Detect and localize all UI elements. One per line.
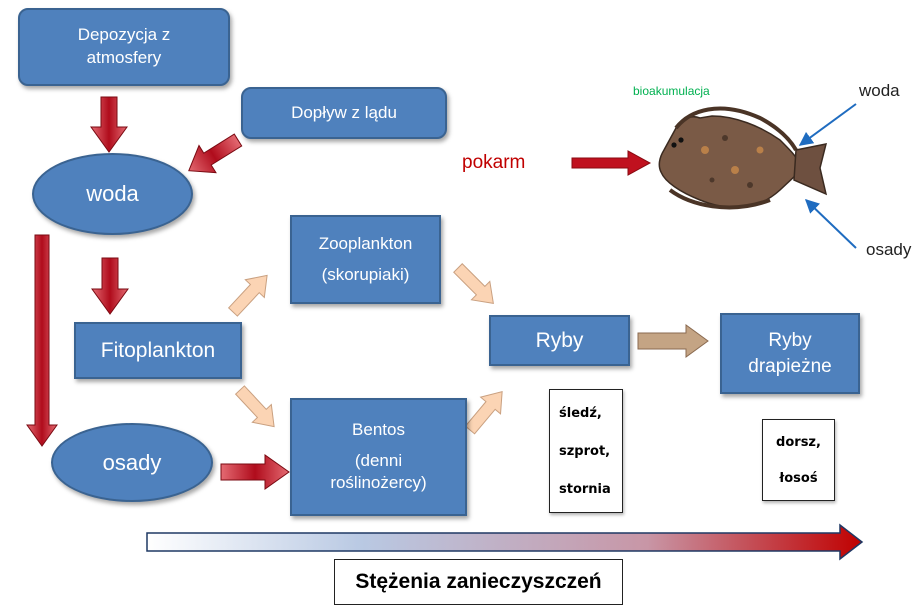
water-label: woda: [86, 181, 139, 206]
predator-examples-note: dorsz, łosoś: [762, 419, 835, 501]
zooplankton-box: Zooplankton (skorupiaki): [290, 215, 441, 304]
fish-example-1: śledź,: [559, 405, 602, 421]
phytoplankton-box: Fitoplankton: [74, 322, 242, 379]
arrow-water-to-phytoplankton: [91, 257, 129, 315]
food-label: pokarm: [462, 152, 526, 173]
benthos-line-1: Bentos: [352, 419, 405, 439]
pollution-concentration-label: Stężenia zanieczyszczeń: [355, 570, 602, 593]
land-inflow-label: Dopływ z lądu: [291, 102, 397, 122]
arrow-sediment-intake: [804, 199, 857, 249]
arrow-food-to-fish: [571, 150, 652, 176]
arrow-phyto-to-zoo: [227, 274, 268, 317]
predator-example-2: łosoś: [779, 470, 818, 486]
arrow-deposition-to-water: [90, 96, 128, 153]
fish-examples-note: śledź, szprot, stornia: [549, 389, 623, 513]
arrow-water-intake: [798, 103, 857, 146]
benthos-box: Bentos (denni roślinożercy): [290, 398, 467, 516]
arrow-sediments-to-benthos: [220, 454, 290, 490]
zooplankton-line-1: Zooplankton: [318, 233, 413, 253]
arrow-fish-to-predators: [637, 324, 709, 358]
benthos-line-3: roślinożercy): [330, 473, 427, 493]
zooplankton-line-2: (skorupiaki): [321, 264, 410, 284]
arrow-zoo-to-fish: [453, 263, 494, 304]
arrow-water-to-sediments: [26, 234, 58, 447]
flounder-fish-image: [658, 106, 828, 210]
deposition-box: Depozycja z atmosfery: [18, 8, 230, 86]
phytoplankton-label: Fitoplankton: [100, 338, 216, 362]
predatory-fish-line-1: Ryby: [768, 329, 812, 351]
predatory-fish-line-2: drapieżne: [748, 355, 832, 377]
arrow-land-to-water: [188, 133, 243, 174]
fish-example-2: szprot,: [559, 443, 611, 459]
sediments-label: osady: [102, 449, 162, 475]
water-ellipse: woda: [32, 153, 193, 235]
arrow-phyto-to-benthos: [234, 385, 275, 428]
deposition-line-2: atmosfery: [86, 48, 162, 67]
sediment-intake-label: osady: [866, 240, 912, 259]
fish-box: Ryby: [489, 315, 630, 366]
benthos-line-2: (denni: [354, 450, 403, 470]
deposition-line-1: Depozycja z: [77, 25, 171, 45]
fish-example-3: stornia: [559, 481, 611, 497]
land-inflow-box: Dopływ z lądu: [241, 87, 447, 139]
predatory-fish-box: Ryby drapieżne: [720, 313, 860, 394]
water-intake-label: woda: [859, 81, 900, 100]
bioaccumulation-title: bioakumulacja: [633, 84, 710, 98]
arrow-benthos-to-fish: [464, 391, 503, 435]
sediments-ellipse: osady: [51, 423, 213, 502]
pollution-concentration-title: Stężenia zanieczyszczeń: [334, 559, 623, 605]
fish-label: Ryby: [535, 328, 584, 352]
predator-example-1: dorsz,: [776, 434, 821, 450]
pollution-gradient-arrow: [146, 523, 864, 561]
